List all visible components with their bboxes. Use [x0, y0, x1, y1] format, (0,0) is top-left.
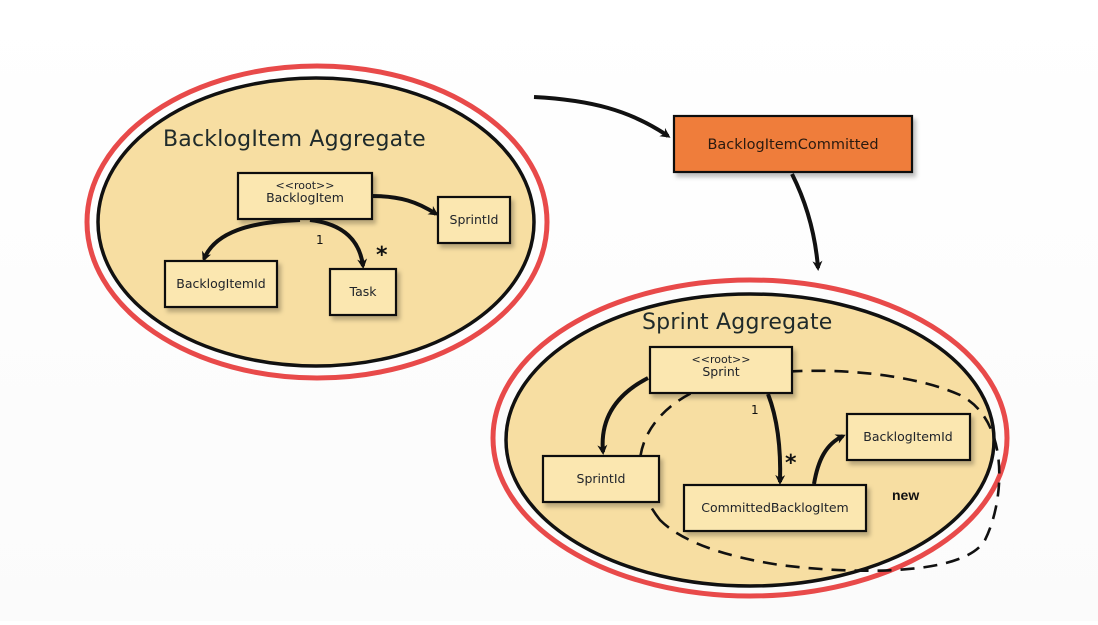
- backlog-item-id-label: BacklogItemId: [176, 276, 265, 291]
- arrow-into-event: [533, 95, 671, 138]
- backlog-sprint-id-label: SprintId: [450, 212, 499, 227]
- backlog-item-committed-event: BacklogItemCommitted: [533, 95, 914, 271]
- arrow-backlog-to-backlog-item-id: [202, 218, 301, 262]
- backlog-multiplicity-one: 1: [316, 233, 324, 247]
- arrow-sprint-to-sprint-id: [597, 376, 649, 455]
- sprint-sprint-id-box: SprintId: [541, 454, 661, 504]
- sprint-root-box: <<root>> Sprint: [648, 345, 794, 395]
- committed-backlog-item-box: CommittedBacklogItem: [682, 483, 868, 533]
- backlog-item-id-box: BacklogItemId: [163, 259, 279, 309]
- sprint-root-label: Sprint: [702, 364, 739, 379]
- arrow-sprint-to-committed-item: [766, 393, 786, 485]
- event-label: BacklogItemCommitted: [707, 137, 878, 153]
- backlog-sprint-id-box: SprintId: [436, 195, 512, 245]
- sprint-multiplicity-one: 1: [751, 403, 759, 417]
- sprint-backlog-item-id-box: BacklogItemId: [845, 412, 972, 462]
- arrow-backlog-to-task: [309, 218, 368, 269]
- sprint-sprint-id-label: SprintId: [577, 471, 626, 486]
- backlog-aggregate-outer-ring: [84, 63, 550, 381]
- backlog-aggregate-title: BacklogItem Aggregate: [163, 127, 426, 152]
- task-box: Task: [328, 267, 398, 317]
- sprint-backlog-item-id-label: BacklogItemId: [863, 429, 952, 444]
- backlog-item-stereotype: <<root>>: [276, 179, 335, 192]
- arrow-backlog-to-sprint-id: [371, 194, 439, 216]
- committed-backlog-item-label: CommittedBacklogItem: [701, 500, 849, 515]
- sprint-aggregate-outer-ring: [490, 277, 1010, 599]
- arrow-event-to-sprint: [790, 173, 823, 271]
- backlog-item-root-box: <<root>> BacklogItem: [236, 171, 374, 221]
- backlog-item-root-label: BacklogItem: [266, 190, 344, 205]
- backlog-multiplicity-many: *: [376, 243, 388, 268]
- new-boundary-dashed: [638, 369, 1001, 573]
- arrow-committed-to-backlog-item-id: [812, 434, 846, 485]
- sprint-aggregate: Sprint Aggregate <<root>> Sprint SprintI…: [490, 277, 1010, 599]
- sprint-aggregate-title: Sprint Aggregate: [642, 310, 833, 335]
- sprint-stereotype: <<root>>: [692, 353, 751, 366]
- task-label: Task: [349, 284, 378, 299]
- sprint-multiplicity-many: *: [785, 451, 797, 476]
- backlog-item-aggregate: BacklogItem Aggregate <<root>> BacklogIt…: [84, 63, 550, 381]
- new-label: new: [892, 487, 919, 503]
